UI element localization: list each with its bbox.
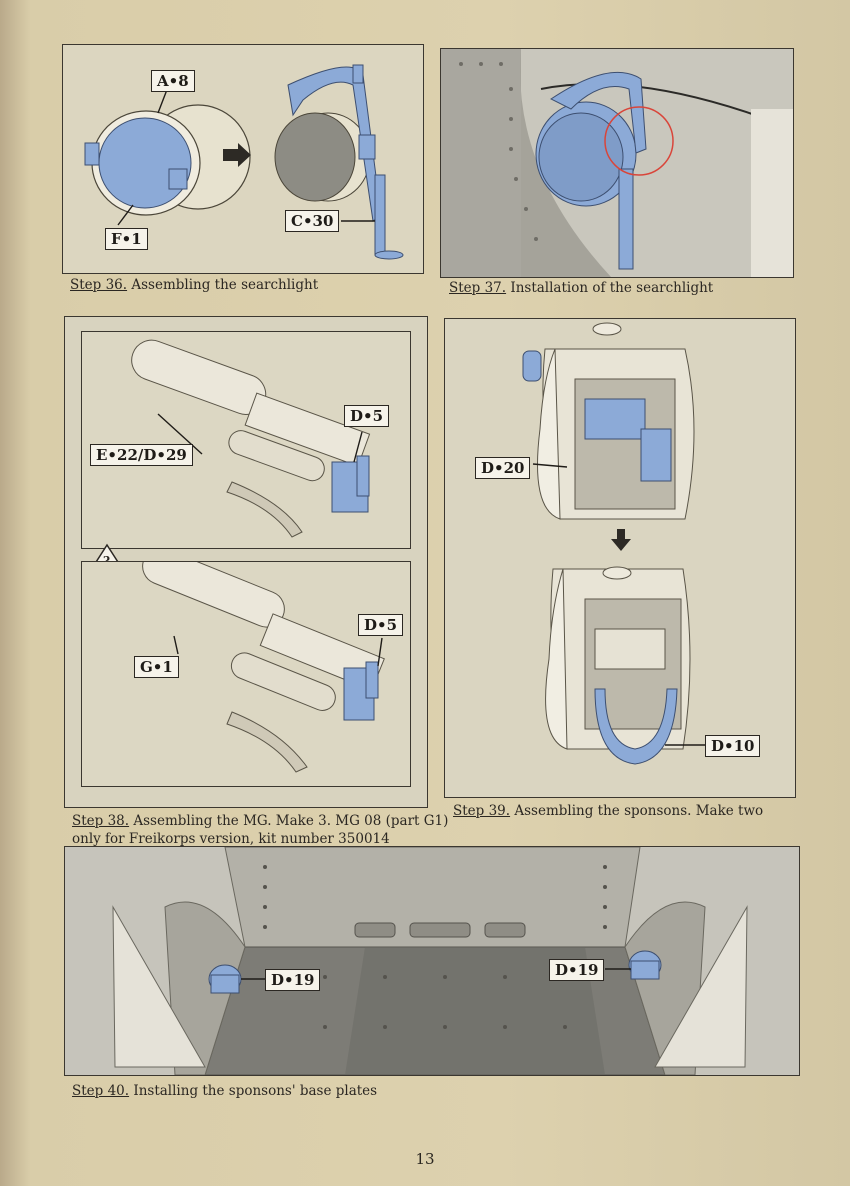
mg-variant-2-subpanel: G•1 D•5 bbox=[81, 561, 411, 787]
step-38-text: Assembling the MG. Make 3. MG 08 (part G… bbox=[129, 813, 449, 829]
step-40-panel: D•19 D•19 bbox=[64, 846, 800, 1076]
step-39-text: Assembling the sponsons. Make two bbox=[510, 803, 764, 819]
part-label-d20: D•20 bbox=[475, 457, 531, 479]
part-label-e22-d29: E•22/D•29 bbox=[90, 444, 193, 466]
step-37-text: Installation of the searchlight bbox=[506, 280, 714, 296]
step-36-panel: A•8 F•1 C•30 bbox=[62, 44, 424, 274]
step-36-caption: Step 36. Assembling the searchlight bbox=[70, 276, 318, 294]
step-36-text: Assembling the searchlight bbox=[127, 277, 319, 293]
step-38-number: Step 38. bbox=[72, 813, 130, 829]
searchlight-assembly-illustration bbox=[84, 64, 404, 260]
sponson-base-plates-illustration bbox=[65, 847, 799, 1075]
part-label-d5-top: D•5 bbox=[344, 405, 390, 427]
page-number: 13 bbox=[415, 1150, 435, 1168]
mg-variant-1-illustration bbox=[131, 339, 371, 538]
step-40-text: Installing the sponsons' base plates bbox=[129, 1083, 378, 1099]
searchlight-installation-illustration bbox=[441, 49, 793, 277]
step-39-caption: Step 39. Assembling the sponsons. Make t… bbox=[453, 802, 763, 820]
part-label-g1: G•1 bbox=[134, 656, 179, 678]
step-40-number: Step 40. bbox=[72, 1083, 130, 1099]
mg-variant-1-subpanel: E•22/D•29 D•5 bbox=[81, 331, 411, 549]
part-label-f1: F•1 bbox=[105, 228, 148, 250]
mg-variant-2-illustration bbox=[142, 562, 385, 773]
step-40-caption: Step 40. Installing the sponsons' base p… bbox=[72, 1082, 377, 1100]
part-label-a8: A•8 bbox=[151, 70, 195, 92]
step-39-panel: D•20 D•10 bbox=[444, 318, 796, 798]
step-37-number: Step 37. bbox=[449, 280, 507, 296]
part-label-d19-left: D•19 bbox=[265, 969, 321, 991]
step-39-number: Step 39. bbox=[453, 803, 511, 819]
part-label-d19-right: D•19 bbox=[549, 959, 605, 981]
part-label-d10: D•10 bbox=[705, 735, 761, 757]
step-38-text-line2: only for Freikorps version, kit number 3… bbox=[72, 831, 390, 847]
step-36-number: Step 36. bbox=[70, 277, 128, 293]
step-37-caption: Step 37. Installation of the searchlight bbox=[449, 279, 713, 297]
step-38-caption: Step 38. Assembling the MG. Make 3. MG 0… bbox=[72, 812, 452, 848]
step-37-panel bbox=[440, 48, 794, 278]
sponson-assembly-illustration bbox=[522, 322, 707, 765]
part-label-c30: C•30 bbox=[285, 210, 340, 232]
step-38-panel: E•22/D•29 D•5 ? G•1 D•5 bbox=[64, 316, 428, 808]
part-label-d5-bottom: D•5 bbox=[358, 614, 404, 636]
